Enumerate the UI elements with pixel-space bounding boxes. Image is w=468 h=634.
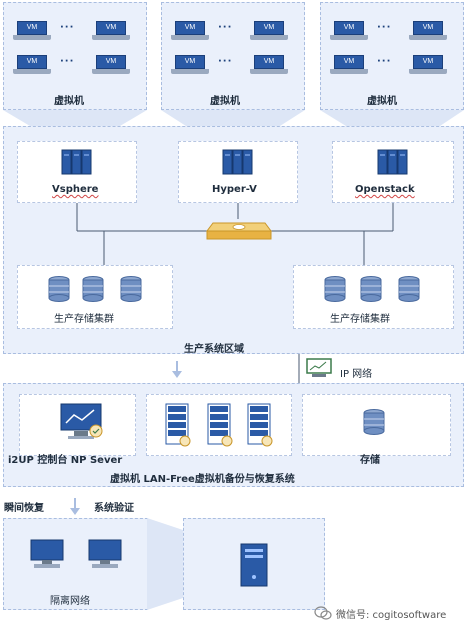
ip-network-line — [298, 354, 300, 384]
storage-card — [302, 394, 451, 456]
ellipsis: ··· — [218, 56, 233, 67]
server-tower-icon — [207, 403, 233, 447]
verification-server-zone — [183, 518, 325, 610]
laptop-monitor-icon — [306, 358, 332, 377]
storage-cluster-label: 生产存储集群 — [330, 314, 390, 325]
ellipsis: ··· — [60, 56, 75, 67]
hypervisor-card-hyperv: Hyper-V — [178, 141, 298, 203]
isolated-network-zone: 隔离网络 — [3, 518, 148, 610]
disk-icon — [324, 276, 346, 302]
storage-cluster-card: 生产存储集群 — [293, 265, 454, 329]
recovery-funnel-connector — [147, 518, 183, 610]
vm-icon: VM — [92, 55, 130, 75]
instant-restore-label: 瞬间恢复 — [4, 503, 44, 514]
disk-icon — [360, 276, 382, 302]
vm-icon: VM — [330, 55, 368, 75]
storage-label: 存储 — [360, 455, 380, 466]
vm-funnel-connectors — [3, 110, 464, 126]
vm-icon: VM — [13, 21, 51, 41]
console-card — [19, 394, 136, 456]
desktop-computer-icon — [88, 539, 122, 568]
server-rack-icon — [222, 149, 253, 175]
vm-group-label: 虚拟机 — [367, 96, 397, 107]
production-zone-label: 生产系统区域 — [184, 344, 244, 355]
storage-cluster-card: 生产存储集群 — [17, 265, 173, 329]
ellipsis: ··· — [218, 22, 233, 33]
disk-icon — [398, 276, 420, 302]
ip-network-label: IP 网络 — [340, 369, 373, 380]
disk-icon — [48, 276, 70, 302]
console-monitor-icon — [60, 403, 103, 439]
backup-zone-label: 虚拟机 LAN-Free虚拟机备份与恢复系统 — [110, 474, 295, 485]
vm-icon: VM — [409, 55, 447, 75]
server-tower-icon — [247, 403, 273, 447]
vm-icon: VM — [409, 21, 447, 41]
disk-icon — [82, 276, 104, 302]
vm-group-1: VM ··· VM VM ··· VM 虚拟机 — [3, 2, 147, 110]
disk-icon — [363, 409, 385, 435]
server-rack-icon — [377, 149, 408, 175]
ellipsis: ··· — [377, 56, 392, 67]
hypervisor-label: Openstack — [355, 184, 415, 195]
wechat-icon — [314, 606, 332, 620]
console-label: i2UP 控制台 NP Sever — [8, 455, 123, 466]
vm-icon: VM — [250, 21, 288, 41]
desktop-computer-icon — [30, 539, 64, 568]
vm-group-label: 虚拟机 — [210, 96, 240, 107]
vm-icon: VM — [171, 21, 209, 41]
watermark-text: 微信号: cogitosoftware — [336, 610, 447, 621]
server-rack-icon — [61, 149, 92, 175]
down-arrow-icon — [172, 361, 182, 378]
server-tower-icon — [240, 543, 268, 587]
vm-group-label: 虚拟机 — [54, 96, 84, 107]
hypervisor-label: Vsphere — [52, 184, 99, 195]
storage-cluster-label: 生产存储集群 — [54, 314, 114, 325]
ellipsis: ··· — [60, 22, 75, 33]
system-verify-label: 系统验证 — [94, 503, 134, 514]
vm-icon: VM — [92, 21, 130, 41]
ellipsis: ··· — [377, 22, 392, 33]
production-zone: Vsphere Hyper-V Openstack — [3, 126, 464, 355]
vm-icon: VM — [171, 55, 209, 75]
isolated-network-label: 隔离网络 — [50, 596, 90, 607]
vm-icon: VM — [13, 55, 51, 75]
vm-icon: VM — [330, 21, 368, 41]
down-arrow-icon — [70, 498, 80, 515]
vm-group-2: VM ··· VM VM ··· VM 虚拟机 — [161, 2, 305, 110]
hypervisor-card-openstack: Openstack — [332, 141, 454, 203]
vm-icon: VM — [250, 55, 288, 75]
network-switch-icon — [206, 222, 272, 240]
hypervisor-label: Hyper-V — [212, 184, 257, 195]
disk-icon — [120, 276, 142, 302]
backup-zone: i2UP 控制台 NP Sever 存储 虚拟机 LAN-Free虚拟机备份与恢… — [3, 383, 464, 487]
hypervisor-card-vsphere: Vsphere — [17, 141, 137, 203]
server-tower-icon — [165, 403, 191, 447]
vm-group-3: VM ··· VM VM ··· VM 虚拟机 — [320, 2, 464, 110]
server-array-card — [146, 394, 292, 456]
